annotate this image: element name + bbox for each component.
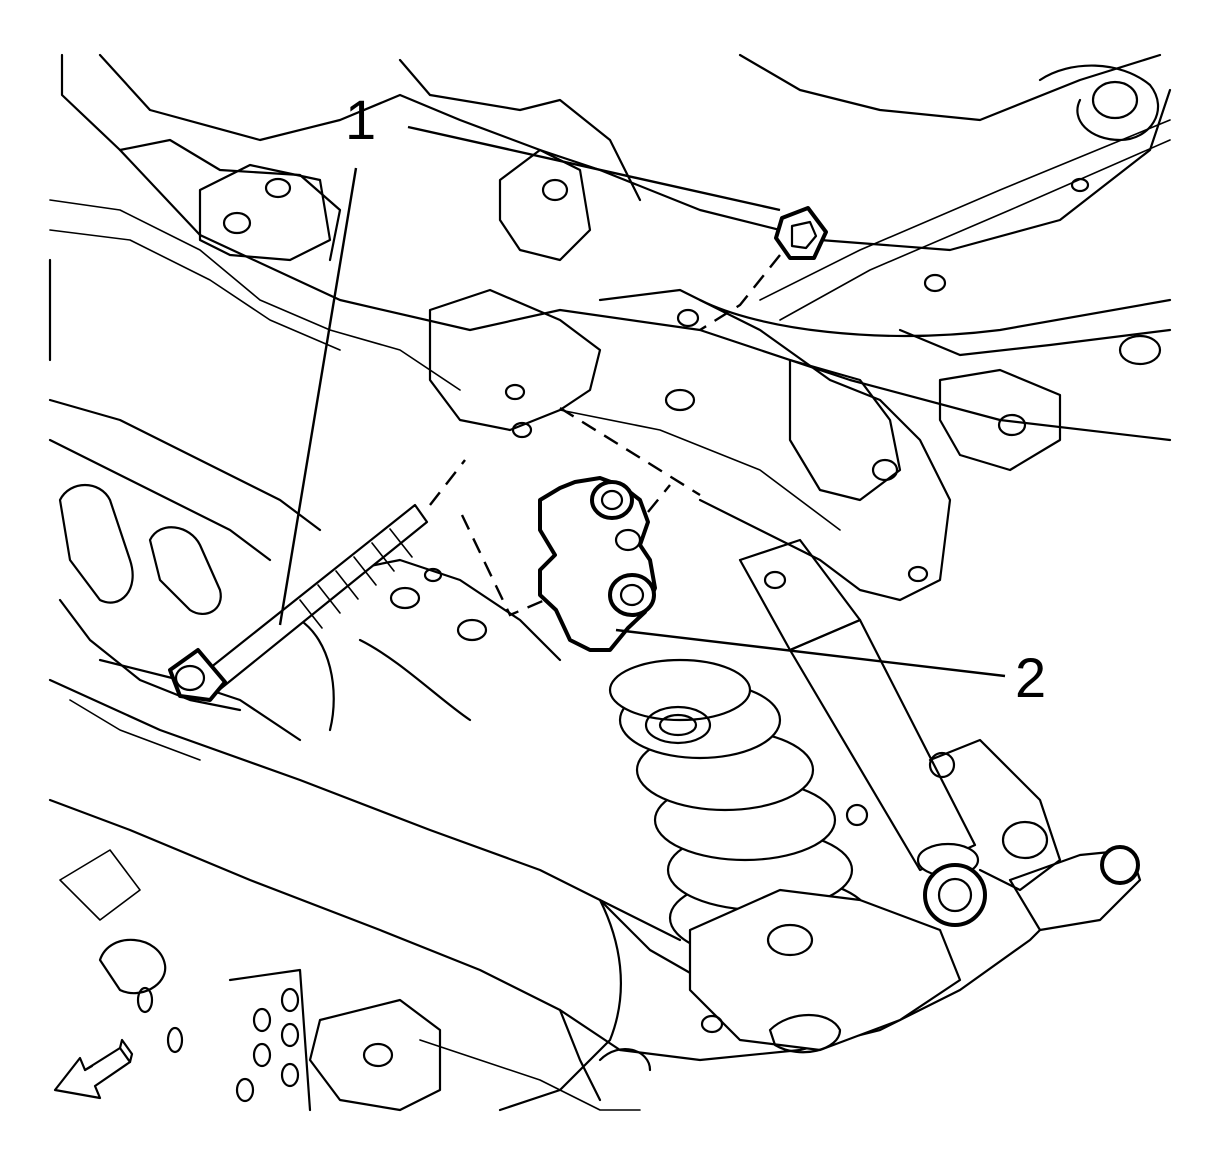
- callout-label-2: 2: [1015, 646, 1047, 709]
- callout-label-1: 1: [345, 88, 377, 151]
- upper-frame-rail: [60, 53, 1172, 442]
- leader-lines: [278, 125, 1006, 678]
- trailing-arm: [598, 738, 1142, 1072]
- front-direction-arrow-icon: [53, 1038, 134, 1100]
- shock-absorber: [738, 538, 987, 927]
- rear-axle-beam: [48, 678, 1072, 1112]
- nut: [774, 206, 828, 260]
- bushing-bracket: [538, 476, 657, 652]
- bolt-long: [168, 503, 429, 702]
- floor-pan-left: [48, 199, 562, 761]
- upper-mount-bracket: [198, 148, 1062, 602]
- lower-mount-bracket: [59, 849, 442, 1112]
